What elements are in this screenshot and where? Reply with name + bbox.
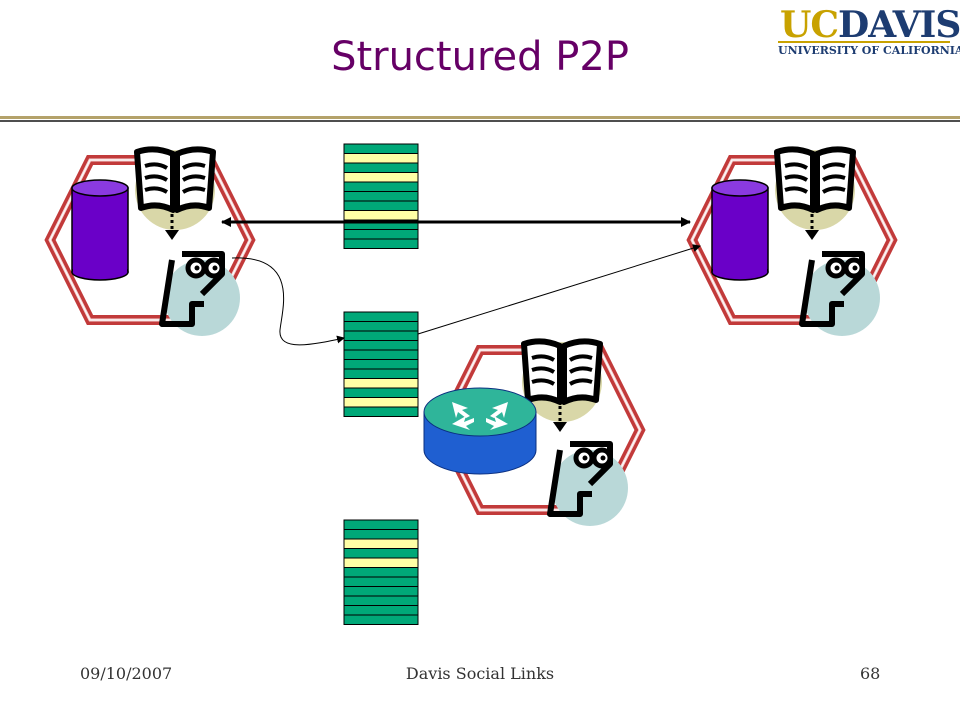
routing-table-row — [343, 153, 419, 164]
routing-table-row — [343, 529, 419, 540]
slide-title: Structured P2P — [331, 34, 629, 80]
routing-table-row — [343, 349, 419, 360]
routing-table-row — [343, 162, 419, 173]
routing-table-row — [343, 172, 419, 183]
routing-table-row — [343, 548, 419, 559]
routing-table-row — [343, 340, 419, 351]
forward-arrow — [417, 244, 701, 335]
logo-bar — [778, 41, 950, 43]
routing-table-row — [343, 387, 419, 398]
database-icon — [711, 179, 769, 281]
person-icon — [550, 444, 628, 526]
footer-page-number: 68 — [860, 664, 881, 683]
routing-table-row — [343, 614, 419, 625]
routing-table-row — [343, 181, 419, 192]
router-icon — [423, 387, 537, 475]
footer-title: Davis Social Links — [405, 664, 555, 683]
peer-node-bottom — [423, 341, 640, 526]
routing-table-row — [343, 210, 419, 221]
routing-table-row — [343, 143, 419, 154]
routing-table-row — [343, 200, 419, 211]
ucdavis-logo: UCDAVIS UNIVERSITY OF CALIFORNIA — [774, 4, 960, 60]
routing-table-icon — [343, 143, 419, 249]
logo-wordmark: UCDAVIS — [780, 4, 960, 46]
book-icon — [135, 149, 215, 230]
routing-table-row — [343, 321, 419, 332]
routing-table-row — [343, 576, 419, 587]
routing-table-row — [343, 191, 419, 202]
routing-table-row — [343, 406, 419, 417]
routing-table-row — [343, 359, 419, 370]
peer-node-right — [692, 149, 892, 336]
database-icon — [71, 179, 129, 281]
routing-tables — [343, 143, 419, 625]
person-icon — [162, 254, 240, 336]
lookup-curve-arrow — [231, 257, 345, 346]
routing-table-row — [343, 586, 419, 597]
routing-table-row — [343, 311, 419, 322]
routing-table-row — [343, 595, 419, 606]
routing-table-row — [343, 378, 419, 389]
routing-table-icon — [343, 311, 419, 417]
routing-table-row — [343, 397, 419, 408]
header-rule-dark — [0, 120, 960, 122]
routing-table-row — [343, 368, 419, 379]
logo-university: UNIVERSITY OF CALIFORNIA — [778, 44, 960, 57]
peer-node-left — [50, 149, 250, 336]
routing-table-row — [343, 538, 419, 549]
routing-table-icon — [343, 519, 419, 625]
book-icon — [775, 149, 855, 230]
header-rule-gold — [0, 116, 960, 119]
routing-table-row — [343, 238, 419, 249]
routing-table-row — [343, 229, 419, 240]
routing-table-row — [343, 605, 419, 616]
routing-table-row — [343, 567, 419, 578]
routing-table-row — [343, 330, 419, 341]
routing-table-row — [343, 557, 419, 568]
person-icon — [802, 254, 880, 336]
routing-table-row — [343, 519, 419, 530]
footer-date: 09/10/2007 — [80, 664, 173, 683]
